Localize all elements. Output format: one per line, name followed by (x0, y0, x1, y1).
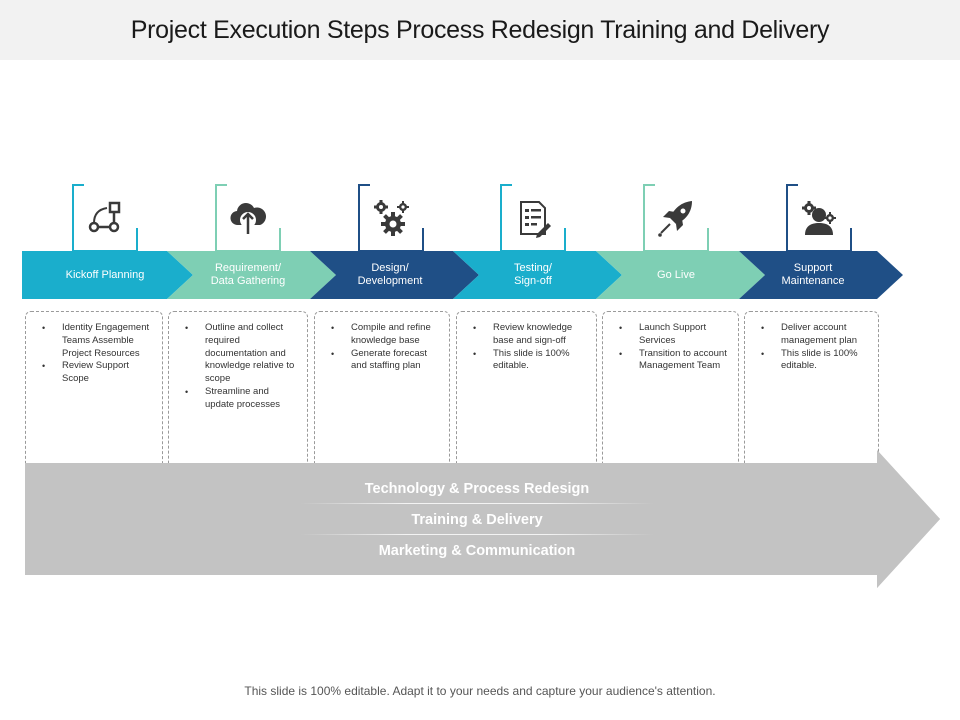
page-title: Project Execution Steps Process Redesign… (130, 15, 830, 44)
step-detail-6: Deliver account management plan This sli… (744, 311, 879, 471)
checklist-icon (520, 201, 551, 238)
step-label-2: Requirement/ Data Gathering (210, 262, 286, 287)
step-chevron-3 (310, 251, 479, 299)
step-detail-2: Outline and collect required documentati… (168, 311, 308, 471)
workflow-icon (88, 201, 121, 233)
cloud-upload-icon (230, 203, 267, 234)
bullet-item: This slide is 100% editable. (761, 348, 870, 374)
step-icon-box-2 (215, 184, 281, 252)
bullet-item: Launch Support Services (619, 322, 730, 348)
step-detail-5: Launch Support Services Transition to ac… (602, 311, 739, 471)
rocket-icon (658, 201, 692, 237)
bullet-item: Transition to account Management Team (619, 348, 730, 374)
step-icon-box-3 (358, 184, 424, 252)
bullet-item: Compile and refine knowledge base (331, 322, 441, 348)
step-chevron-1 (22, 251, 193, 299)
band-divider (300, 534, 654, 535)
step-icon-box-1 (72, 184, 138, 252)
gears-icon (374, 200, 409, 236)
bullet-item: Review Support Scope (42, 360, 154, 386)
band-divider (300, 503, 654, 504)
step-chevron-6 (739, 251, 903, 299)
step-chevron-4 (453, 251, 622, 299)
bullet-item: Deliver account management plan (761, 322, 870, 348)
band-item-training: Training & Delivery (411, 512, 543, 528)
step-icon-box-4 (500, 184, 566, 252)
band-item-technology: Technology & Process Redesign (364, 481, 590, 497)
step-label-6: Support Maintenance (781, 262, 845, 287)
bullet-item: This slide is 100% editable. (473, 348, 588, 374)
step-label-3: Design/ Development (357, 262, 423, 287)
step-detail-4: Review knowledge base and sign-off This … (456, 311, 597, 471)
band-item-marketing: Marketing & Communication (378, 543, 576, 559)
footer-note: This slide is 100% editable. Adapt it to… (244, 684, 716, 698)
step-chevron-2 (167, 251, 336, 299)
person-gears-icon (802, 201, 836, 235)
bullet-item: Identity Engagement Teams Assemble Proje… (42, 322, 154, 360)
step-label-1: Kickoff Planning (65, 268, 145, 281)
step-label-5: Go Live (657, 268, 695, 281)
bullet-item: Generate forecast and staffing plan (331, 348, 441, 374)
step-chevron-5 (596, 251, 765, 299)
step-label-4: Testing/ Sign-off (514, 262, 552, 287)
bullet-item: Outline and collect required documentati… (185, 322, 299, 386)
bullet-item: Review knowledge base and sign-off (473, 322, 588, 348)
step-icon-box-6 (786, 184, 852, 252)
step-icon-box-5 (643, 184, 709, 252)
title-bar: Project Execution Steps Process Redesign… (0, 0, 960, 60)
bullet-item: Streamline and update processes (185, 386, 299, 412)
step-detail-1: Identity Engagement Teams Assemble Proje… (25, 311, 163, 471)
step-detail-3: Compile and refine knowledge base Genera… (314, 311, 450, 471)
